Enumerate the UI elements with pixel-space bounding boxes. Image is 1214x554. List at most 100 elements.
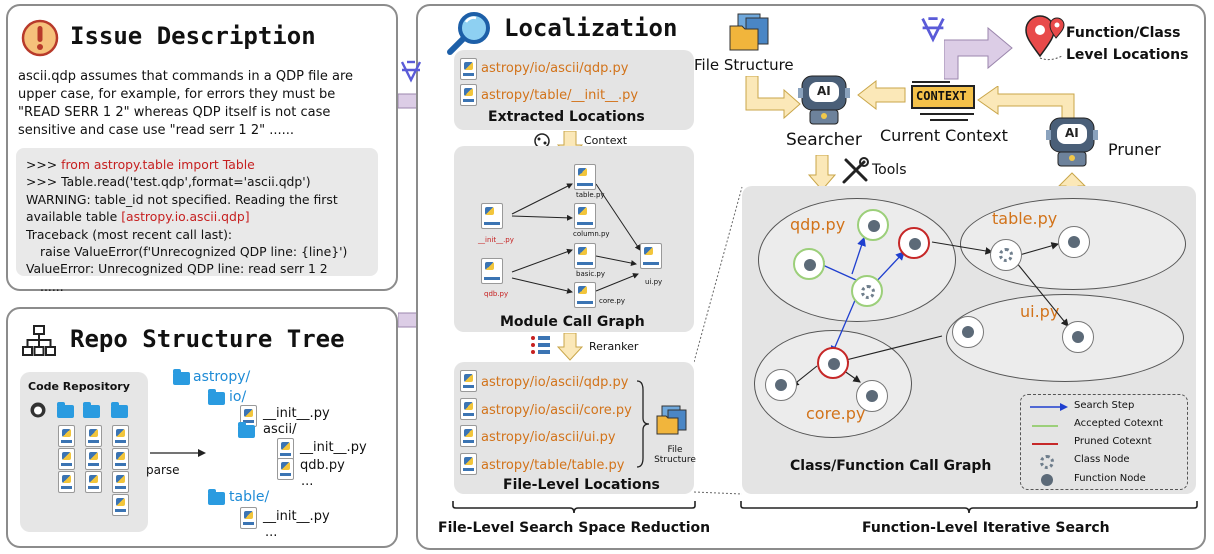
table-function-node[interactable] [1058, 226, 1090, 258]
repo-folder-icon [83, 402, 100, 418]
ui-function-node[interactable] [952, 316, 984, 348]
python-file-icon [460, 453, 477, 475]
claude-logo-right [921, 17, 945, 43]
repo-folder-icon [111, 402, 128, 418]
localization-title: Localization [504, 14, 678, 42]
repo-python-file-icon [58, 425, 75, 447]
function-level-bottom-brace [740, 501, 1198, 514]
legend-pruned: Pruned Cotexnt [1074, 436, 1152, 447]
file-level-bottom-brace [452, 501, 696, 514]
file-level-brace [636, 380, 650, 468]
reranker-label: Reranker [589, 340, 639, 353]
file-level-path-1: astropy/io/ascii/qdp.py [481, 375, 629, 390]
function-level-search-label: Function-Level Iterative Search [862, 520, 1110, 536]
python-file-icon [277, 438, 294, 460]
searcher-label: Searcher [786, 130, 862, 150]
module-ui-icon [640, 243, 662, 269]
tree-dots-1: ... [301, 474, 314, 489]
qdp-module-label: qdp.py [790, 215, 846, 234]
folder-icon [208, 389, 225, 405]
module-qdb-icon [481, 258, 503, 284]
repo-python-file-icon [58, 448, 75, 470]
magnifier-icon [447, 12, 490, 55]
file-structure-icon [656, 405, 687, 435]
qdp-pruned-function-node[interactable] [898, 227, 930, 259]
core-pruned-function-node[interactable] [817, 347, 849, 379]
core-function-node[interactable] [856, 380, 888, 412]
module-column-icon [574, 203, 596, 229]
file-level-locations-label: File-Level Locations [503, 477, 660, 493]
github-icon [30, 402, 46, 418]
searcher-robot-icon [798, 75, 850, 125]
issue-title: Issue Description [70, 22, 316, 50]
issue-text: ascii.qdp assumes that commands in a QDP… [18, 69, 354, 138]
tools-label: Tools [872, 162, 907, 178]
tree-dots-2: ... [265, 525, 278, 540]
folder-icon [238, 422, 255, 438]
code-error: ValueError: Unrecognized QDP line: read … [26, 261, 328, 277]
module-basic-label: basic.py [576, 270, 605, 278]
legend-function-node: Function Node [1074, 473, 1146, 484]
legend-box [1020, 394, 1188, 490]
repo-python-file-icon [85, 425, 102, 447]
tree-init-3: __init__.py [263, 509, 330, 524]
module-init-label: __init__.py [478, 236, 514, 244]
tree-table: table/ [229, 489, 270, 505]
legend-function-node-icon [1041, 474, 1053, 486]
issue-code-block: >>> from astropy.table import Table >>> … [16, 148, 378, 294]
pruner-label: Pruner [1108, 140, 1161, 159]
python-file-icon [240, 507, 257, 529]
function-class-locations-label: Function/Class Level Locations [1066, 25, 1189, 63]
python-file-icon [277, 458, 294, 480]
extracted-locations-label: Extracted Locations [488, 109, 645, 125]
legend-accepted: Accepted Cotexnt [1074, 418, 1163, 429]
pruner-ai-text: AI [1065, 126, 1079, 140]
core-module-label: core.py [806, 404, 866, 423]
ui-function-node[interactable] [1062, 321, 1094, 353]
current-context-label: Current Context [880, 126, 1008, 145]
parse-arrow [150, 449, 206, 457]
legend-pruned-swatch [1032, 443, 1058, 445]
folder-icon [173, 369, 190, 385]
file-level-path-2: astropy/io/ascii/core.py [481, 403, 632, 418]
repo-title: Repo Structure Tree [70, 325, 345, 353]
reranker-arrow [557, 333, 583, 361]
code-warning: WARNING: table_id not specified. Reading… [26, 191, 338, 225]
qdp-class-node[interactable] [851, 275, 883, 307]
parse-label: parse [146, 463, 180, 477]
file-level-search-space-label: File-Level Search Space Reduction [438, 520, 711, 536]
qdp-function-node[interactable] [857, 209, 889, 241]
claude-logo-left [400, 60, 422, 83]
exclamation-icon [21, 19, 59, 57]
file-level-path-3: astropy/io/ascii/ui.py [481, 430, 616, 445]
code-prompt: >>> [26, 157, 62, 172]
tree-init-2: __init__.py [300, 440, 367, 455]
module-qdb-label: qdb.py [484, 290, 509, 298]
hierarchy-icon [22, 325, 56, 356]
python-file-icon [460, 84, 477, 106]
searcher-ai-text: AI [817, 84, 831, 98]
tree-init-1: __init__.py [263, 406, 330, 421]
file-structure-to-searcher-arrow [745, 76, 801, 120]
code-raise: raise ValueError(f'Unrecognized QDP line… [40, 244, 348, 260]
qdp-function-node[interactable] [793, 248, 825, 280]
table-class-node[interactable] [990, 239, 1022, 271]
file-level-locations-box [454, 362, 694, 494]
context-to-function-arrow [944, 26, 1013, 80]
core-function-node[interactable] [765, 369, 797, 401]
repo-folder-icon [57, 402, 74, 418]
module-table-icon [574, 164, 596, 190]
tree-io: io/ [229, 389, 247, 405]
module-table-label: table.py [576, 191, 605, 199]
file-structure-label-small: File Structure [654, 445, 696, 465]
repo-python-file-icon [85, 448, 102, 470]
file-level-path-4: astropy/table/table.py [481, 458, 625, 473]
module-basic-icon [574, 243, 596, 269]
module-ui-label: ui.py [645, 278, 663, 286]
ui-module-label: ui.py [1020, 302, 1060, 321]
extracted-locations-box [454, 50, 694, 130]
python-file-icon [460, 425, 477, 447]
code-repository-label: Code Repository [28, 380, 130, 393]
repo-python-file-icon [58, 471, 75, 493]
table-module-label: table.py [992, 209, 1058, 228]
